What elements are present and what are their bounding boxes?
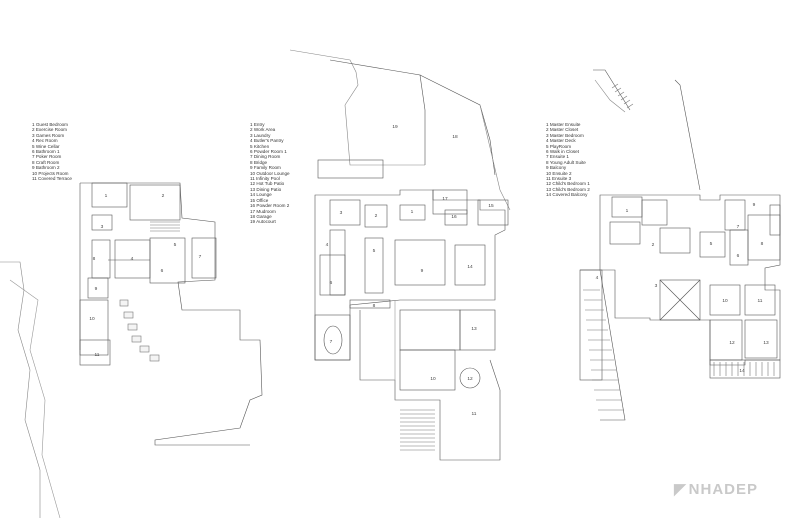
legend-item: 13 Child's Bedroom 2 — [546, 186, 590, 192]
room-label: 1 — [626, 208, 629, 214]
room-label: 13 — [763, 340, 769, 346]
room-label: 4 — [326, 242, 329, 248]
room-label: 9 — [753, 202, 756, 208]
room-label: 9 — [95, 286, 98, 292]
room-label: 3 — [101, 224, 104, 230]
room-label: 10 — [89, 316, 95, 322]
legend-item: 10 Outdoor Lounge — [250, 170, 290, 176]
legend-item: 4 Master Deck — [546, 138, 576, 144]
nhadep-logo-icon: ◤ — [674, 481, 687, 498]
legend-item: 13 Dining Patio — [250, 186, 282, 192]
room-label: 14 — [467, 264, 473, 270]
legend-item: 2 Master Closet — [546, 127, 579, 133]
room-label: 7 — [737, 224, 740, 230]
room-label: 3 — [655, 283, 658, 289]
legend-item: 4 Rec Room — [32, 138, 58, 144]
room-label: 3 — [340, 210, 343, 216]
room-label: 10 — [430, 376, 436, 382]
room-label: 10 — [722, 298, 728, 304]
room-label: 19 — [392, 124, 398, 130]
room-label: 4 — [131, 256, 134, 262]
room-label: 6 — [161, 268, 164, 274]
legend-item: 6 Walk in Closet — [546, 149, 580, 155]
room-label: 5 — [373, 248, 376, 254]
watermark-text: NHADEP — [688, 481, 758, 498]
room-label: 13 — [471, 326, 477, 332]
room-label: 7 — [199, 254, 202, 260]
room-label: 17 — [442, 196, 448, 202]
legend-item: 12 Hot Tub Patio — [250, 181, 285, 187]
legend-item: 10 Projects Room — [32, 170, 69, 176]
room-label: 11 — [472, 411, 477, 417]
legend-item: 5 Wine Cellar — [32, 143, 60, 149]
legend-item: 14 Covered Balcony — [546, 192, 588, 198]
legend-item: 7 Poker Room — [32, 154, 62, 160]
room-label: 1 — [105, 193, 108, 199]
legend-item: 11 Infinity Pool — [250, 176, 280, 182]
legend-item: 3 Laundry — [250, 132, 271, 138]
legend-item: 1 Guest Bedroom — [32, 122, 69, 127]
room-label: 11 — [758, 298, 763, 304]
room-label: 18 — [452, 134, 458, 140]
legend-item: 8 Craft Room — [32, 159, 60, 165]
legend-item: 16 Powder Room 2 — [250, 203, 290, 209]
legend-item: 12 Child's Bedroom 1 — [546, 181, 590, 187]
legend-item: 4 Butler's Pantry — [250, 138, 284, 144]
legend-item: 11 Ensuite 3 — [546, 176, 572, 182]
room-label: 1 — [411, 209, 414, 215]
room-label: 9 — [421, 268, 424, 274]
room-label: 8 — [373, 303, 376, 309]
legend-item: 17 Mudroom — [250, 208, 276, 214]
legend-item: 5 Kitchen — [250, 143, 270, 149]
legend-item: 1 Master Ensuite — [546, 122, 581, 127]
legend-item: 7 Ensuite 1 — [546, 154, 569, 160]
room-label: 8 — [761, 241, 764, 247]
room-label: 2 — [162, 193, 165, 199]
legend-item: 8 Bridge — [250, 159, 268, 165]
legend-item: 8 Young Adult Suite — [546, 159, 586, 165]
room-label: 6 — [330, 280, 333, 286]
legend-item: 3 Games Room — [32, 132, 65, 138]
legend-item: 9 Balcony — [546, 165, 567, 171]
legend-item: 7 Dining Room — [250, 154, 281, 160]
legend-item: 15 Office — [250, 197, 269, 203]
legend-item: 19 Autocourt — [250, 219, 276, 225]
legend-item: 6 Bathroom 1 — [32, 149, 60, 155]
legend-item: 11 Covered Terrace — [32, 176, 72, 182]
room-label: 2 — [375, 213, 378, 219]
room-label: 16 — [451, 214, 457, 220]
legend-lower-floor: 1 Guest Bedroom 2 Exercise Room 3 Games … — [32, 122, 72, 181]
lower-floor-plan — [0, 182, 263, 518]
room-label: 4 — [596, 275, 599, 281]
legend-item: 3 Master Bedroom — [546, 132, 584, 138]
legend-main-floor: 1 Entry 2 Work Area 3 Laundry 4 Butler's… — [250, 122, 290, 225]
room-label: 12 — [467, 376, 473, 382]
legend-item: 5 PlayRoom — [546, 143, 572, 149]
room-label: 7 — [330, 339, 333, 345]
legend-upper-floor: 1 Master Ensuite 2 Master Closet 3 Maste… — [546, 122, 590, 198]
legend-item: 18 Garage — [250, 213, 272, 219]
upper-floor-plan — [579, 69, 781, 421]
room-label: 15 — [488, 203, 494, 209]
legend-item: 9 Bathroom 2 — [32, 165, 60, 171]
legend-item: 2 Exercise Room — [32, 127, 67, 133]
legend-item: 9 Family Room — [250, 165, 281, 171]
room-label: 2 — [652, 242, 655, 248]
watermark: ◤NHADEP — [674, 480, 760, 498]
room-label: 5 — [174, 242, 177, 248]
room-label: 12 — [729, 340, 735, 346]
room-labels: 1 2 3 4 5 6 7 8 9 10 11 1 2 3 4 5 6 7 8 … — [89, 124, 769, 417]
room-label: 14 — [739, 368, 745, 374]
main-floor-plan — [289, 49, 511, 461]
room-label: 11 — [95, 352, 100, 358]
room-label: 5 — [710, 241, 713, 247]
legend-item: 14 Lounge — [250, 192, 272, 198]
legend-item: 2 Work Area — [250, 127, 276, 133]
legend-item: 6 Powder Room 1 — [250, 149, 287, 155]
room-label: 8 — [93, 256, 96, 262]
legend-item: 10 Ensuite 2 — [546, 170, 572, 176]
legend-item: 1 Entry — [250, 122, 265, 127]
room-label: 6 — [737, 253, 740, 259]
